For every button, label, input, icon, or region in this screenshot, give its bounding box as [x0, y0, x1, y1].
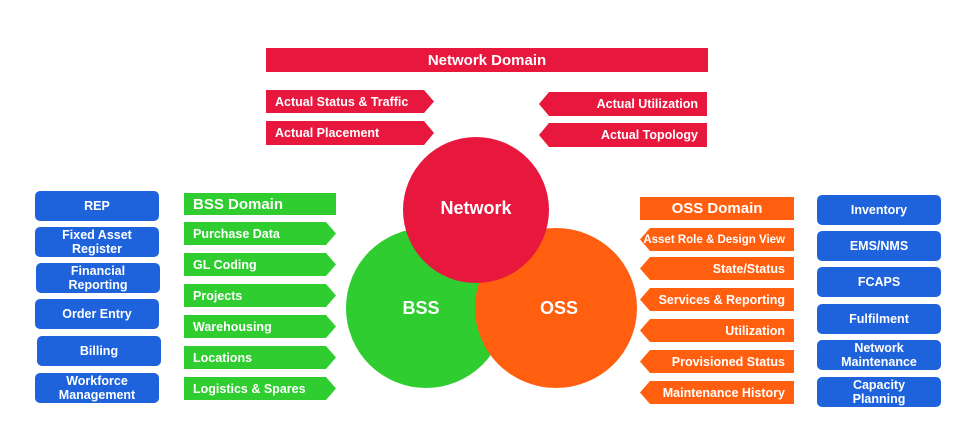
system-capacity-planning: Capacity Planning — [817, 377, 941, 407]
system-inventory: Inventory — [817, 195, 941, 225]
bss-item-gl-coding: GL Coding — [184, 253, 336, 276]
system-financial-reporting: Financial Reporting — [36, 263, 160, 293]
network-item-actual-utilization: Actual Utilization — [539, 92, 707, 116]
network-item-actual-placement: Actual Placement — [266, 121, 434, 145]
oss-item-services-reporting: Services & Reporting — [640, 288, 794, 311]
bss-circle-label: BSS — [402, 297, 440, 318]
oss-item-maintenance-history: Maintenance History — [640, 381, 794, 404]
bss-item-warehousing: Warehousing — [184, 315, 336, 338]
system-order-entry: Order Entry — [35, 299, 159, 329]
bss-item-purchase-data: Purchase Data — [184, 222, 336, 245]
system-workforce-management: Workforce Management — [35, 373, 159, 403]
system-billing: Billing — [37, 336, 161, 366]
system-fcaps: FCAPS — [817, 267, 941, 297]
oss-item-state-status: State/Status — [640, 257, 794, 280]
bss-item-logistics-spares: Logistics & Spares — [184, 377, 336, 400]
oss-item-provisioned-status: Provisioned Status — [640, 350, 794, 373]
network-domain-title: Network Domain — [266, 48, 708, 72]
network-circle: Network — [403, 137, 549, 283]
bss-domain-title: BSS Domain — [184, 193, 336, 215]
oss-domain-title: OSS Domain — [640, 197, 794, 220]
system-network-maintenance: Network Maintenance — [817, 340, 941, 370]
network-item-actual-topology: Actual Topology — [539, 123, 707, 147]
system-ems-nms: EMS/NMS — [817, 231, 941, 261]
network-item-actual-status-traffic: Actual Status & Traffic — [266, 90, 434, 113]
oss-item-asset-role-design-view: Asset Role & Design View — [640, 228, 794, 251]
system-rep: REP — [35, 191, 159, 221]
bss-item-projects: Projects — [184, 284, 336, 307]
network-circle-label: Network — [440, 197, 512, 218]
system-fulfilment: Fulfilment — [817, 304, 941, 334]
system-fixed-asset-register: Fixed Asset Register — [35, 227, 159, 257]
oss-item-utilization: Utilization — [640, 319, 794, 342]
bss-item-locations: Locations — [184, 346, 336, 369]
oss-circle-label: OSS — [539, 297, 578, 318]
